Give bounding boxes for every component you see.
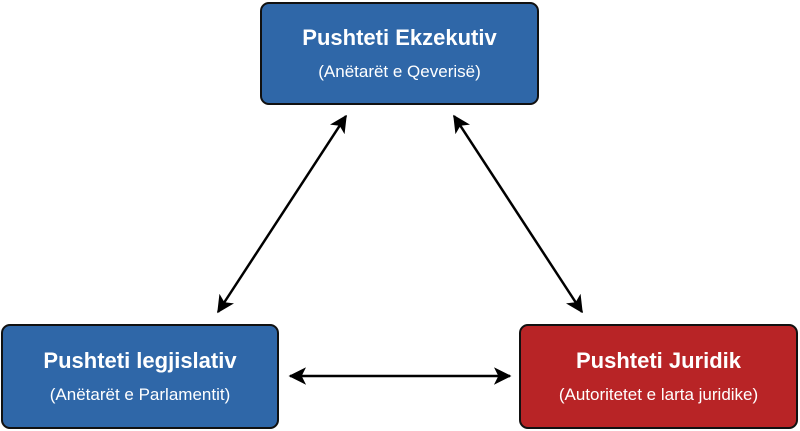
legislative-power-subtitle: (Anëtarët e Parlamentit) [49, 384, 231, 404]
legislative-power-title: Pushteti legjislativ [43, 347, 237, 373]
judicial-power-subtitle: (Autoritetet e larta juridike) [558, 384, 759, 404]
judicial-power-title: Pushteti Juridik [575, 347, 742, 373]
arrow-executive-legislative [216, 114, 348, 314]
executive-power-box: Pushteti Ekzekutiv (Anëtarët e Qeverisë) [260, 2, 539, 105]
judicial-power-box: Pushteti Juridik (Autoritetet e larta ju… [519, 324, 798, 429]
arrow-executive-judicial [452, 114, 584, 314]
executive-power-subtitle: (Anëtarët e Qeverisë) [318, 61, 481, 81]
executive-power-title: Pushteti Ekzekutiv [302, 24, 497, 50]
legislative-power-box: Pushteti legjislativ (Anëtarët e Parlame… [1, 324, 279, 429]
